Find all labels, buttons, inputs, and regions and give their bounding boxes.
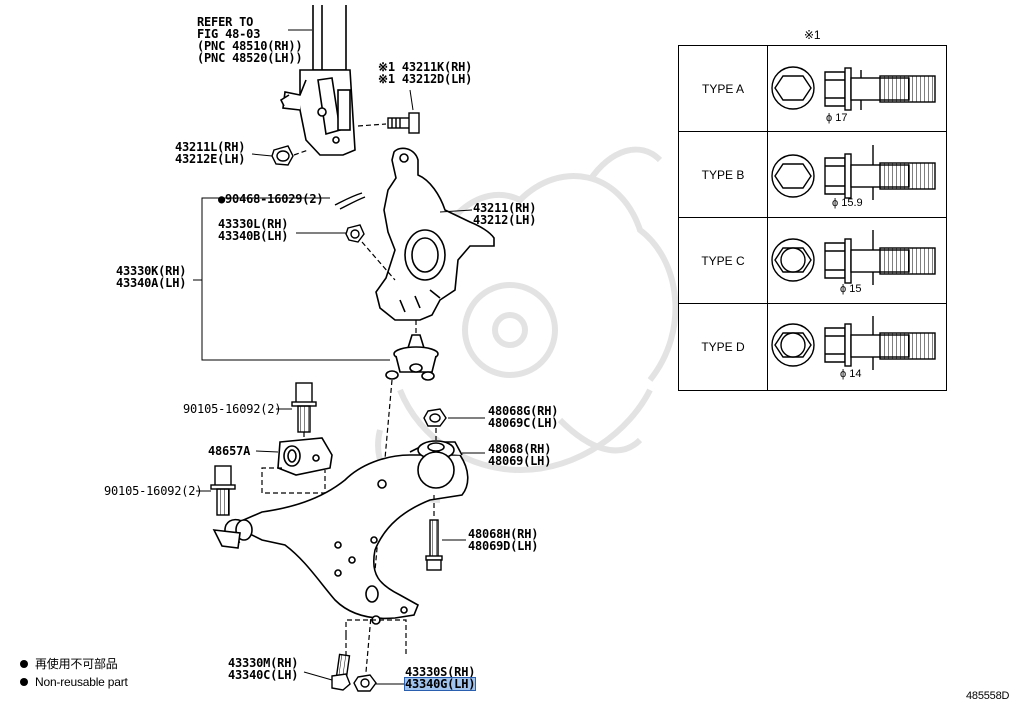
part-label[interactable]: 48657A	[208, 444, 251, 458]
part-label[interactable]: 48068G(RH)	[488, 404, 559, 418]
camber-bolt	[387, 112, 420, 134]
type-name: TYPE B	[678, 131, 768, 218]
type-row: TYPE C	[678, 217, 947, 304]
refer-line: REFER TO	[197, 15, 254, 29]
part-label[interactable]: 90105-16092(2)	[183, 402, 282, 416]
type-row: TYPE B	[678, 131, 947, 218]
ball-joint-bolt	[331, 653, 351, 691]
bushing-bolt	[425, 519, 443, 571]
part-label[interactable]: 43340B(LH)	[218, 229, 289, 243]
part-label[interactable]: 48068H(RH)	[468, 527, 539, 541]
part-label-highlighted[interactable]: 43340G(LH)	[403, 677, 477, 691]
strut-assembly	[279, 5, 356, 156]
part-label[interactable]: 43330M(RH)	[228, 656, 299, 670]
part-label[interactable]: 43330K(RH)	[116, 264, 187, 278]
lower-ball-joint	[385, 334, 439, 381]
part-label[interactable]: ※1 43212D(LH)	[378, 72, 473, 86]
part-label[interactable]: 90105-16092(2)	[104, 484, 203, 498]
type-row: TYPE D	[678, 303, 947, 391]
part-label[interactable]: 48068(RH)	[488, 442, 552, 456]
ball-joint-nut	[345, 224, 365, 243]
part-label[interactable]: 43340A(LH)	[116, 276, 187, 290]
figure-id: 485558D	[966, 690, 1010, 702]
part-label[interactable]: ●90468-16029(2)	[218, 192, 324, 206]
legend-bullet-ja	[20, 660, 28, 668]
ball-joint-lower-nut	[353, 674, 377, 692]
bushing-nut	[423, 408, 447, 427]
legend-text-en: Non-reusable part	[35, 675, 128, 689]
part-label[interactable]: 48069D(LH)	[468, 539, 539, 553]
type-name: TYPE D	[678, 303, 768, 391]
type-diameter: ϕ 15.9	[832, 197, 863, 209]
type-row: TYPE A	[678, 45, 947, 132]
part-label[interactable]: 43330S(RH)	[405, 665, 476, 679]
type-diameter: ϕ 15	[840, 283, 862, 295]
refer-line[interactable]: (PNC 48510(RH))	[197, 39, 303, 53]
part-label[interactable]: 43211L(RH)	[175, 140, 246, 154]
samurai-watermark	[375, 146, 679, 503]
bolt-type-table: TYPE A TYPE B TYPE C TYPE D	[678, 45, 947, 391]
refer-line: FIG 48-03	[197, 27, 261, 41]
bracket-bolt-lower	[210, 465, 236, 516]
strut-nut	[271, 145, 294, 166]
part-label[interactable]: 48069(LH)	[488, 454, 552, 468]
part-label[interactable]: ※1 43211K(RH)	[378, 60, 473, 74]
refer-line[interactable]: (PNC 48520(LH))	[197, 51, 303, 65]
lower-control-arm	[212, 440, 469, 625]
part-label[interactable]: 43212E(LH)	[175, 152, 246, 166]
type-name: TYPE A	[678, 45, 768, 132]
part-label[interactable]: 48069C(LH)	[488, 416, 559, 430]
part-label[interactable]: 43330L(RH)	[218, 217, 289, 231]
legend-text-ja: 再使用不可部品	[35, 657, 118, 671]
table-note-mark: ※1	[804, 28, 821, 42]
bracket-bolt-upper	[291, 382, 317, 433]
legend-bullet-en	[20, 678, 28, 686]
part-label[interactable]: 43211(RH)	[473, 201, 537, 215]
type-name: TYPE C	[678, 217, 768, 304]
type-diameter: ϕ 14	[840, 368, 862, 380]
part-label[interactable]: 43340C(LH)	[228, 668, 299, 682]
steering-knuckle	[375, 147, 495, 321]
type-diameter: ϕ 17	[826, 112, 848, 124]
lower-arm-bracket	[277, 437, 333, 476]
part-label[interactable]: 43212(LH)	[473, 213, 537, 227]
